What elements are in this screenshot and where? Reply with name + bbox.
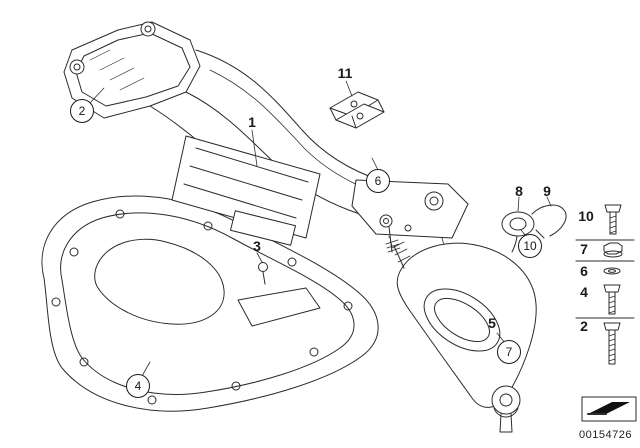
- image-id: 00154726: [579, 429, 632, 441]
- callout-4[interactable]: 4: [126, 374, 150, 398]
- bolt-icon: [604, 204, 622, 235]
- callout-9[interactable]: 9: [543, 183, 551, 199]
- long-bolt-icon: [603, 322, 621, 365]
- callout-2[interactable]: 2: [70, 99, 94, 123]
- callout-1[interactable]: 1: [248, 114, 256, 130]
- stop-bracket-drawing: [329, 91, 385, 129]
- fastener-label-2[interactable]: 2: [580, 318, 588, 334]
- callout-6[interactable]: 6: [366, 169, 390, 193]
- direction-indicator: [581, 396, 637, 422]
- callout-8[interactable]: 8: [515, 183, 523, 199]
- callout-7[interactable]: 7: [497, 340, 521, 364]
- reinforcement-plate-drawing: [41, 195, 379, 412]
- callout-11[interactable]: 11: [337, 65, 353, 81]
- fastener-label-10[interactable]: 10: [578, 208, 594, 224]
- direction-arrow-icon: [588, 402, 630, 414]
- flange-nut-icon: [603, 242, 623, 258]
- control-arm-drawing: [391, 227, 537, 433]
- bolt-icon: [603, 284, 621, 315]
- callout-3[interactable]: 3: [253, 238, 261, 254]
- callout-10[interactable]: 10: [518, 234, 542, 258]
- fastener-label-7[interactable]: 7: [580, 241, 588, 257]
- bushing-drawing: [501, 204, 567, 239]
- bolt-3-drawing: [258, 262, 268, 285]
- callout-5[interactable]: 5: [488, 315, 496, 331]
- fastener-label-6[interactable]: 6: [580, 263, 588, 279]
- fastener-label-4[interactable]: 4: [580, 284, 588, 300]
- washer-icon: [603, 267, 621, 275]
- fastener-icons: [575, 204, 635, 365]
